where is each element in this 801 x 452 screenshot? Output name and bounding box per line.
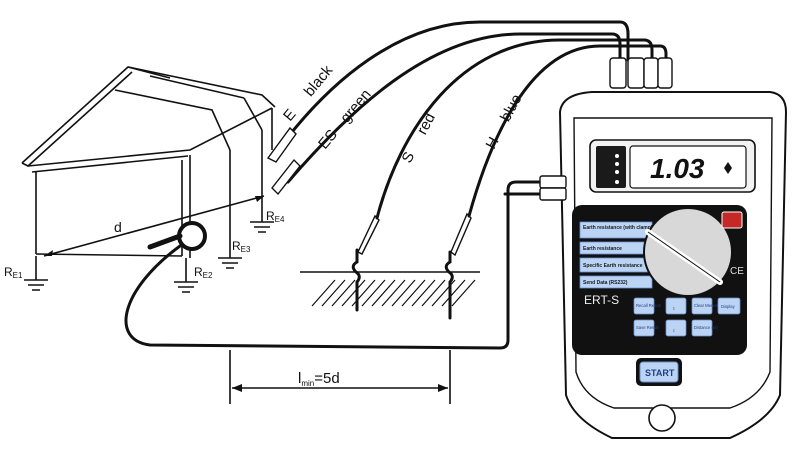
- distance-label: d: [114, 219, 122, 235]
- spacing-l: l: [298, 370, 301, 387]
- spacing-subscript: min: [301, 379, 314, 388]
- re2-subscript: E2: [203, 271, 213, 280]
- display-button[interactable]: Display: [717, 297, 741, 315]
- svg-text:RE1: RE1: [4, 265, 23, 280]
- mode-label-send: Send Data (RS232): [583, 280, 628, 286]
- ce-mark: CE: [730, 266, 744, 277]
- re4-subscript: E4: [275, 215, 285, 224]
- svg-text:RE2: RE2: [194, 265, 213, 280]
- earth-electrode-re2: RE2: [174, 258, 213, 293]
- re3-subscript: E3: [241, 245, 251, 254]
- cable-s-terminal: S: [399, 149, 419, 166]
- mode-label-specific: Specific Earth resistance: [583, 263, 643, 269]
- probe-h: [444, 212, 472, 320]
- measuring-device: 1.03 Earth resistance (with clamp) Earth…: [539, 57, 788, 439]
- earth-electrode-re1: RE1: [4, 256, 48, 291]
- up-button[interactable]: ⇧: [665, 297, 687, 315]
- svg-text:Distance (m): Distance (m): [694, 325, 718, 330]
- distance-button[interactable]: Distance (m): [691, 319, 718, 337]
- building: d: [21, 66, 276, 258]
- cable-s-color: red: [414, 110, 439, 137]
- earth-electrode-re4: RE4: [250, 209, 285, 233]
- svg-text:⇧: ⇧: [672, 306, 676, 311]
- svg-text:START: START: [645, 368, 675, 378]
- cable-e-terminal: E: [280, 106, 299, 125]
- model-label: ERT-S: [584, 293, 619, 307]
- svg-text:⇩: ⇩: [672, 328, 676, 333]
- svg-text:S red: S red: [399, 110, 439, 166]
- svg-text:RE3: RE3: [232, 239, 251, 254]
- re1-subscript: E1: [13, 271, 23, 280]
- svg-text:RE4: RE4: [266, 209, 285, 224]
- cable-h-terminal: H: [483, 134, 503, 152]
- svg-text:Recall Result: Recall Result: [636, 303, 662, 308]
- down-button[interactable]: ⇩: [665, 319, 687, 337]
- earth-electrode-re3: RE3: [218, 239, 251, 269]
- svg-text:lmin=5d: lmin=5d: [298, 370, 340, 388]
- svg-text:Display: Display: [721, 304, 736, 309]
- mode-label-earth: Earth resistance: [583, 246, 622, 252]
- recall-result-button[interactable]: Recall Result: [633, 297, 662, 315]
- save-result-button[interactable]: Save Result: [633, 319, 659, 337]
- lcd-display-value: 1.03: [650, 153, 705, 184]
- spacing-dimension: lmin=5d: [229, 350, 451, 404]
- cable-es-color: green: [337, 86, 375, 126]
- cable-e-color: black: [301, 62, 337, 100]
- start-button[interactable]: START: [636, 358, 682, 386]
- current-clamp: [147, 221, 207, 251]
- spacing-value: =5d: [314, 370, 339, 387]
- mode-label-clamp: Earth resistance (with clamp): [583, 225, 653, 231]
- probe-s: [351, 214, 380, 312]
- svg-text:Clear Memory: Clear Memory: [694, 303, 721, 308]
- cables: [124, 20, 668, 350]
- svg-text:Save Result: Save Result: [636, 325, 659, 330]
- clear-memory-button[interactable]: Clear Memory: [691, 297, 721, 315]
